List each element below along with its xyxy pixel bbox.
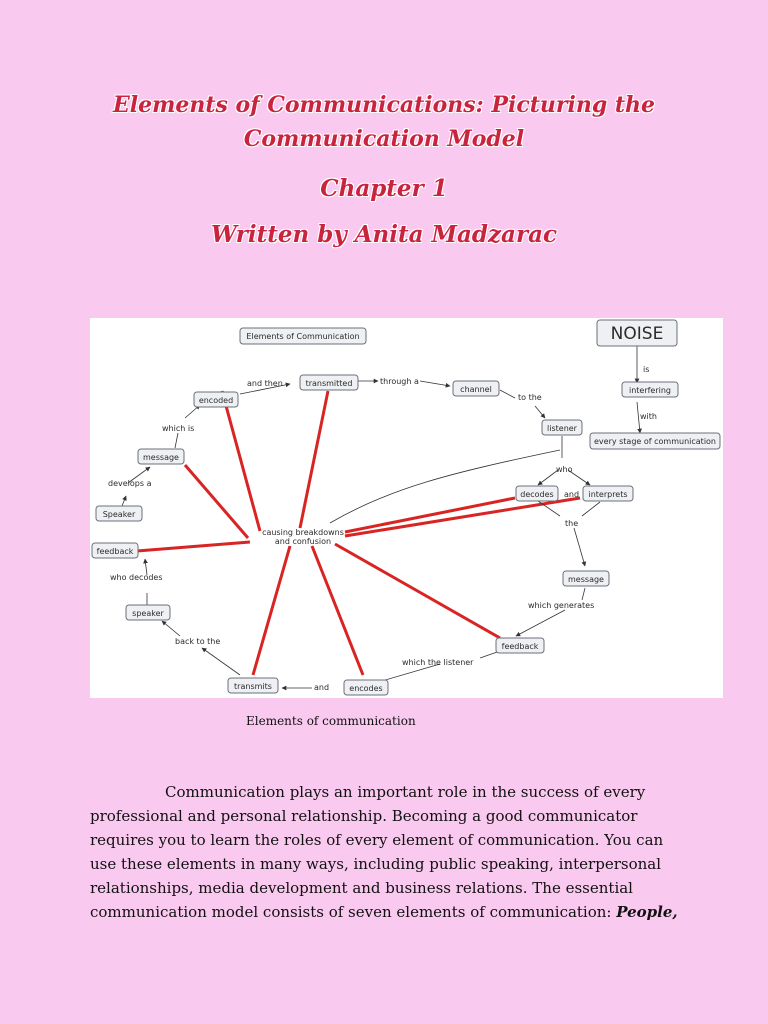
- node-channel: channel: [452, 380, 500, 397]
- node-message-top: message: [137, 448, 185, 465]
- node-every-stage: every stage of communication: [589, 432, 721, 450]
- red-line-message: [183, 464, 250, 539]
- chapter-heading: Chapter 1: [320, 175, 448, 202]
- label-who: who: [556, 465, 573, 474]
- label-which-is: which is: [162, 424, 194, 433]
- svg-text:Speaker: Speaker: [103, 510, 136, 519]
- red-line-feedback-left: [136, 540, 251, 553]
- label-causing-2: and confusion: [275, 537, 331, 546]
- node-decodes: decodes: [515, 485, 559, 502]
- node-interprets: interprets: [582, 485, 634, 502]
- label-develops-a: develops a: [108, 479, 152, 488]
- diagram-canvas: Elements of Communication NOISE interfer…: [91, 319, 721, 696]
- label-which-the-listener: which the listener: [402, 658, 474, 667]
- label-through-a: through a: [380, 377, 419, 386]
- node-listener: listener: [541, 419, 583, 436]
- body-emphasis: People,: [616, 903, 678, 921]
- label-is: is: [643, 365, 649, 374]
- figure-caption: Elements of communication: [246, 714, 416, 728]
- svg-text:listener: listener: [547, 424, 578, 433]
- label-and-2: and: [314, 683, 329, 692]
- label-back-to-the: back to the: [175, 637, 220, 646]
- label-causing-1: causing breakdowns: [262, 528, 344, 537]
- svg-text:decodes: decodes: [520, 490, 553, 499]
- red-line-encodes: [310, 545, 365, 676]
- svg-text:encodes: encodes: [349, 684, 382, 693]
- label-the: the: [565, 519, 578, 528]
- red-connectors: [136, 390, 581, 676]
- red-line-encoded: [220, 390, 262, 532]
- node-heading: Elements of Communication: [239, 327, 367, 345]
- svg-text:encoded: encoded: [199, 396, 233, 405]
- node-feedback-right: feedback: [495, 637, 545, 654]
- label-to-the: to the: [518, 393, 542, 402]
- svg-text:message: message: [143, 453, 179, 462]
- link-labels: is with and then through a to the which …: [108, 365, 657, 692]
- node-transmitted: transmitted: [299, 374, 359, 391]
- svg-text:channel: channel: [460, 385, 492, 394]
- svg-text:transmits: transmits: [234, 682, 272, 691]
- label-and-1: and: [564, 490, 579, 499]
- node-feedback-left: feedback: [91, 542, 139, 559]
- body-paragraph: Communication plays an important role in…: [90, 780, 690, 924]
- node-message-right: message: [562, 570, 610, 587]
- svg-text:transmitted: transmitted: [306, 379, 353, 388]
- label-which-generates: which generates: [528, 601, 594, 610]
- node-encodes: encodes: [343, 679, 389, 696]
- red-line-decodes: [344, 496, 516, 534]
- node-noise: NOISE: [596, 319, 678, 347]
- red-line-interprets: [344, 496, 581, 538]
- svg-text:Elements of Communication: Elements of Communication: [246, 332, 359, 341]
- communication-diagram: Elements of Communication NOISE interfer…: [90, 318, 723, 698]
- svg-text:interfering: interfering: [629, 386, 671, 395]
- svg-text:message: message: [568, 575, 604, 584]
- svg-text:every stage of communication: every stage of communication: [594, 437, 716, 446]
- label-who-decodes: who decodes: [110, 573, 163, 582]
- black-links: [121, 346, 642, 691]
- node-transmits: transmits: [227, 677, 279, 694]
- red-line-transmitted: [298, 390, 330, 529]
- label-and-then: and then: [247, 379, 283, 388]
- svg-text:speaker: speaker: [132, 609, 164, 618]
- node-speaker-bottom: speaker: [125, 604, 171, 621]
- author-line: Written by Anita Madzarac: [211, 221, 557, 248]
- label-with: with: [640, 412, 657, 421]
- title-line-1: Elements of Communications: Picturing th…: [112, 92, 656, 118]
- svg-text:NOISE: NOISE: [611, 324, 664, 344]
- document-title-block: Elements of Communications: Picturing th…: [0, 88, 768, 252]
- node-speaker-top: Speaker: [95, 505, 143, 522]
- node-interfering: interfering: [621, 381, 679, 398]
- svg-text:feedback: feedback: [502, 642, 539, 651]
- title-line-2: Communication Model: [243, 126, 525, 152]
- body-text: Communication plays an important role in…: [90, 783, 664, 921]
- svg-text:interprets: interprets: [588, 490, 627, 499]
- red-line-feedback-right: [334, 542, 501, 640]
- svg-text:feedback: feedback: [97, 547, 134, 556]
- red-line-transmits: [251, 545, 292, 676]
- node-encoded: encoded: [193, 391, 239, 408]
